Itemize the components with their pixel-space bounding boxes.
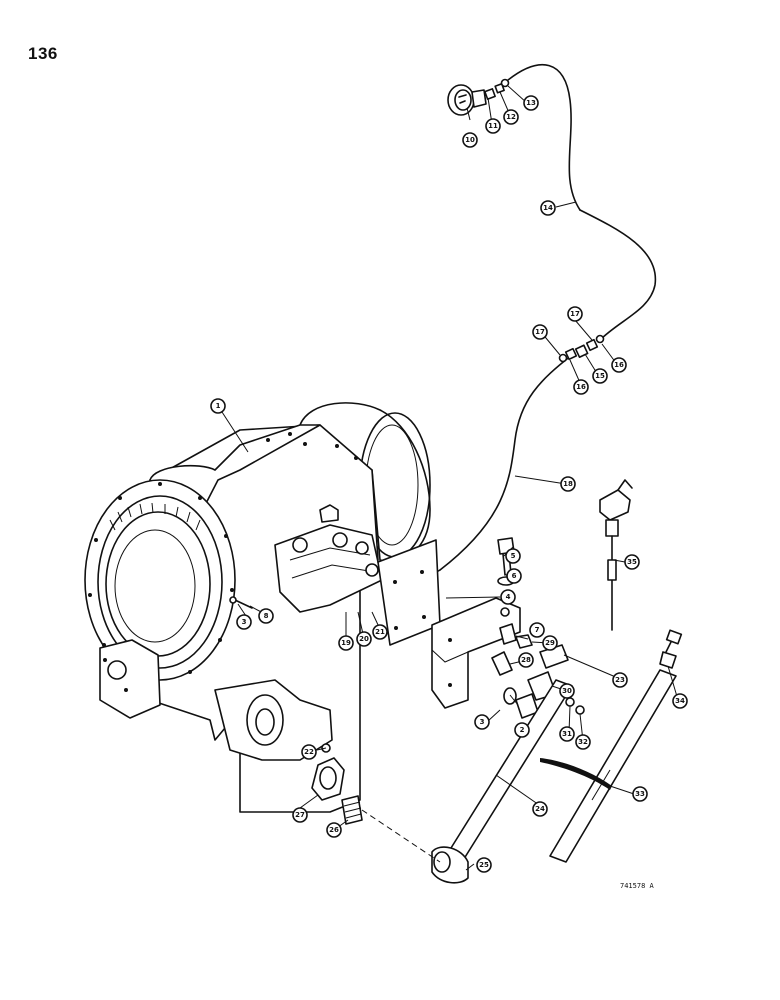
callout-12: 12 [503,109,519,125]
callout-32: 32 [575,734,591,750]
callout-30: 30 [559,683,575,699]
callout-21: 21 [372,624,388,640]
hose-nipple [341,795,441,863]
callout-5: 5 [505,548,521,564]
svg-text:10: 10 [465,136,475,144]
callout-33: 33 [632,786,648,802]
callout-10: 10 [462,132,478,148]
svg-text:21: 21 [375,628,385,636]
svg-text:27: 27 [295,811,305,819]
filler-tube [431,679,573,884]
callout-3-left: 3 [236,614,252,630]
callout-31: 31 [559,726,575,742]
svg-text:29: 29 [545,639,555,647]
callout-17-left: 17 [532,324,548,340]
callout-22: 22 [301,744,317,760]
temperature-sender [599,479,633,631]
hose-shadow [540,758,612,790]
svg-text:35: 35 [627,558,637,566]
svg-text:16: 16 [614,361,624,369]
svg-text:3: 3 [480,718,485,726]
transmission-housing [84,402,431,813]
callout-35: 35 [624,554,640,570]
svg-text:11: 11 [488,122,498,130]
dipstick [659,629,683,669]
callout-24: 24 [532,801,548,817]
callout-25: 25 [476,857,492,873]
gauge-mounting-plate [377,539,441,646]
svg-text:13: 13 [526,99,536,107]
svg-text:4: 4 [506,593,511,601]
svg-text:14: 14 [543,204,553,212]
svg-text:17: 17 [570,310,580,318]
callout-13: 13 [523,95,539,111]
svg-text:15: 15 [595,372,605,380]
callout-1: 1 [210,398,226,414]
svg-text:30: 30 [562,687,572,695]
svg-text:8: 8 [264,612,269,620]
callout-20: 20 [356,631,372,647]
svg-text:1: 1 [216,402,221,410]
callout-16-left: 16 [573,379,589,395]
svg-text:5: 5 [511,552,516,560]
svg-text:26: 26 [329,826,339,834]
capillary-tube [394,64,657,593]
callout-11: 11 [485,118,501,134]
svg-text:7: 7 [535,626,540,634]
gauge-fittings [484,78,510,100]
callout-17-right: 17 [567,306,583,322]
callout-3-right: 3 [474,714,490,730]
svg-text:23: 23 [615,676,625,684]
callout-15: 15 [592,368,608,384]
figure-code: 741578 A [620,882,655,890]
svg-text:18: 18 [563,480,573,488]
svg-text:34: 34 [675,697,685,705]
svg-text:33: 33 [635,790,645,798]
callout-14: 14 [540,200,556,216]
svg-text:22: 22 [304,748,314,756]
callout-16-right: 16 [611,357,627,373]
svg-text:31: 31 [562,730,572,738]
svg-text:16: 16 [576,383,586,391]
svg-text:32: 32 [578,738,588,746]
callout-8: 8 [258,608,274,624]
svg-text:19: 19 [341,639,351,647]
callout-2: 2 [514,722,530,738]
svg-text:20: 20 [359,635,369,643]
callout-28: 28 [518,652,534,668]
svg-text:3: 3 [242,618,247,626]
callout-34: 34 [672,693,688,709]
callout-26: 26 [326,822,342,838]
callout-4: 4 [500,589,516,605]
filler-fittings [491,623,585,719]
page-number: 136 [28,44,58,63]
callout-27: 27 [292,807,308,823]
svg-text:28: 28 [521,656,531,664]
svg-text:25: 25 [479,861,489,869]
svg-text:2: 2 [520,726,525,734]
callout-7: 7 [529,622,545,638]
svg-text:17: 17 [535,328,545,336]
callout-19: 19 [338,635,354,651]
callout-23: 23 [612,672,628,688]
temperature-gauge [447,84,487,116]
tube-fittings [558,334,605,363]
svg-text:6: 6 [512,572,517,580]
callout-29: 29 [542,635,558,651]
callout-18: 18 [560,476,576,492]
svg-text:24: 24 [535,805,545,813]
callout-6: 6 [506,568,522,584]
svg-text:12: 12 [506,113,516,121]
